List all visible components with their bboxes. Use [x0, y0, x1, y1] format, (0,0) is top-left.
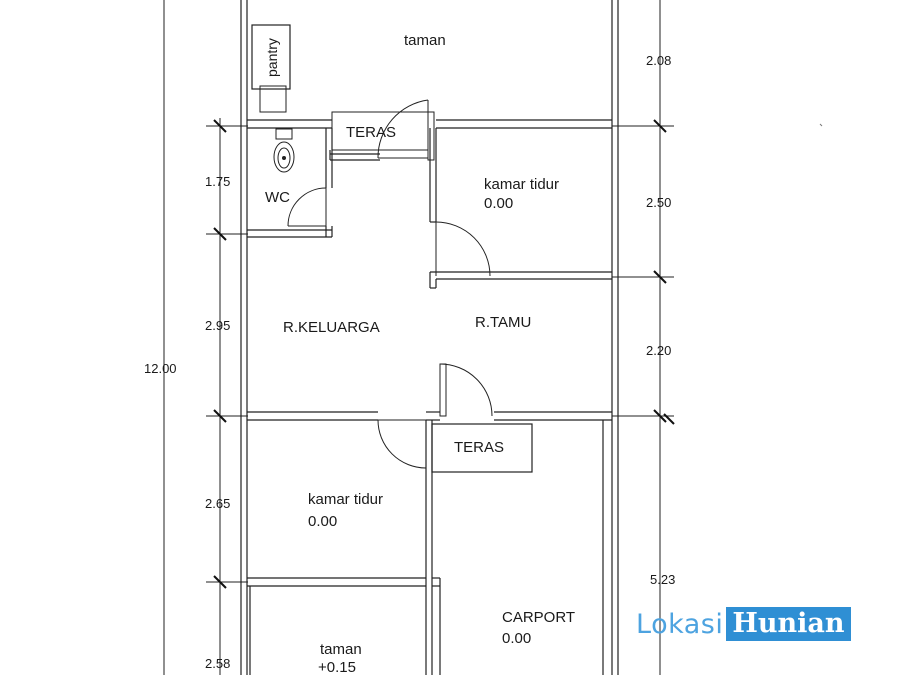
room-label-taman-top: taman	[404, 32, 446, 49]
wc-walls	[247, 128, 333, 238]
left-dimension-chain	[206, 118, 248, 675]
r-tamu-door-swing	[439, 363, 493, 417]
kamar-tidur-2-door-swing	[377, 419, 427, 470]
watermark-logo: Lokasi Hunian	[636, 606, 851, 642]
teras-door-top-swing	[377, 99, 435, 161]
dim-tick	[663, 413, 675, 425]
dim-label-right-3: 2.20	[646, 343, 671, 358]
dim-tick	[653, 270, 667, 284]
room-label-teras-middle: TERAS	[454, 439, 504, 456]
stray-mark	[819, 123, 823, 127]
right-dimension-chain	[612, 0, 675, 675]
toilet-fixture-icon	[273, 128, 295, 173]
room-label-teras-top: TERAS	[346, 124, 396, 141]
pantry-cabinet	[251, 24, 291, 113]
dim-tick	[653, 409, 667, 423]
dim-label-left-1: 1.75	[205, 174, 230, 189]
dim-label-right-4: 5.23	[650, 572, 675, 587]
dim-tick	[213, 119, 227, 133]
dim-tick	[213, 575, 227, 589]
room-level-kamar-tidur-2: 0.00	[308, 513, 337, 530]
room-level-kamar-tidur-1: 0.00	[484, 195, 513, 212]
dim-tick	[653, 119, 667, 133]
room-label-r-tamu: R.TAMU	[475, 314, 531, 331]
bottom-walls	[249, 420, 604, 675]
dim-label-left-4: 2.58	[205, 656, 230, 671]
room-level-taman-bottom: +0.15	[318, 659, 356, 675]
room-label-carport: CARPORT	[502, 609, 575, 626]
kamar-tidur-1-walls	[429, 128, 612, 289]
room-level-carport: 0.00	[502, 630, 531, 647]
dim-label-left-3: 2.65	[205, 496, 230, 511]
dim-tick	[213, 227, 227, 241]
dim-tick	[213, 409, 227, 423]
room-label-wc: WC	[265, 189, 290, 206]
room-label-r-keluarga: R.KELUARGA	[283, 319, 380, 336]
room-label-kamar-tidur-1: kamar tidur	[484, 176, 559, 193]
dim-label-right-2: 2.50	[646, 195, 671, 210]
room-label-taman-bottom: taman	[320, 641, 362, 658]
dim-label-left-2: 2.95	[205, 318, 230, 333]
pantry-label: pantry	[264, 38, 280, 77]
outer-walls	[240, 0, 619, 675]
kamar-tidur-1-door-swing	[435, 221, 491, 277]
dim-label-right-1: 2.08	[646, 53, 671, 68]
teras-middle-box	[431, 423, 533, 473]
room-label-kamar-tidur-2: kamar tidur	[308, 491, 383, 508]
dim-label-total: 12.00	[144, 361, 177, 376]
watermark-text-hunian: Hunian	[726, 607, 851, 641]
wc-door-swing	[287, 187, 327, 227]
kamar-tidur-2-walls	[247, 420, 441, 675]
watermark-text-lokasi: Lokasi	[636, 608, 724, 640]
wall-row-middle	[247, 411, 612, 421]
